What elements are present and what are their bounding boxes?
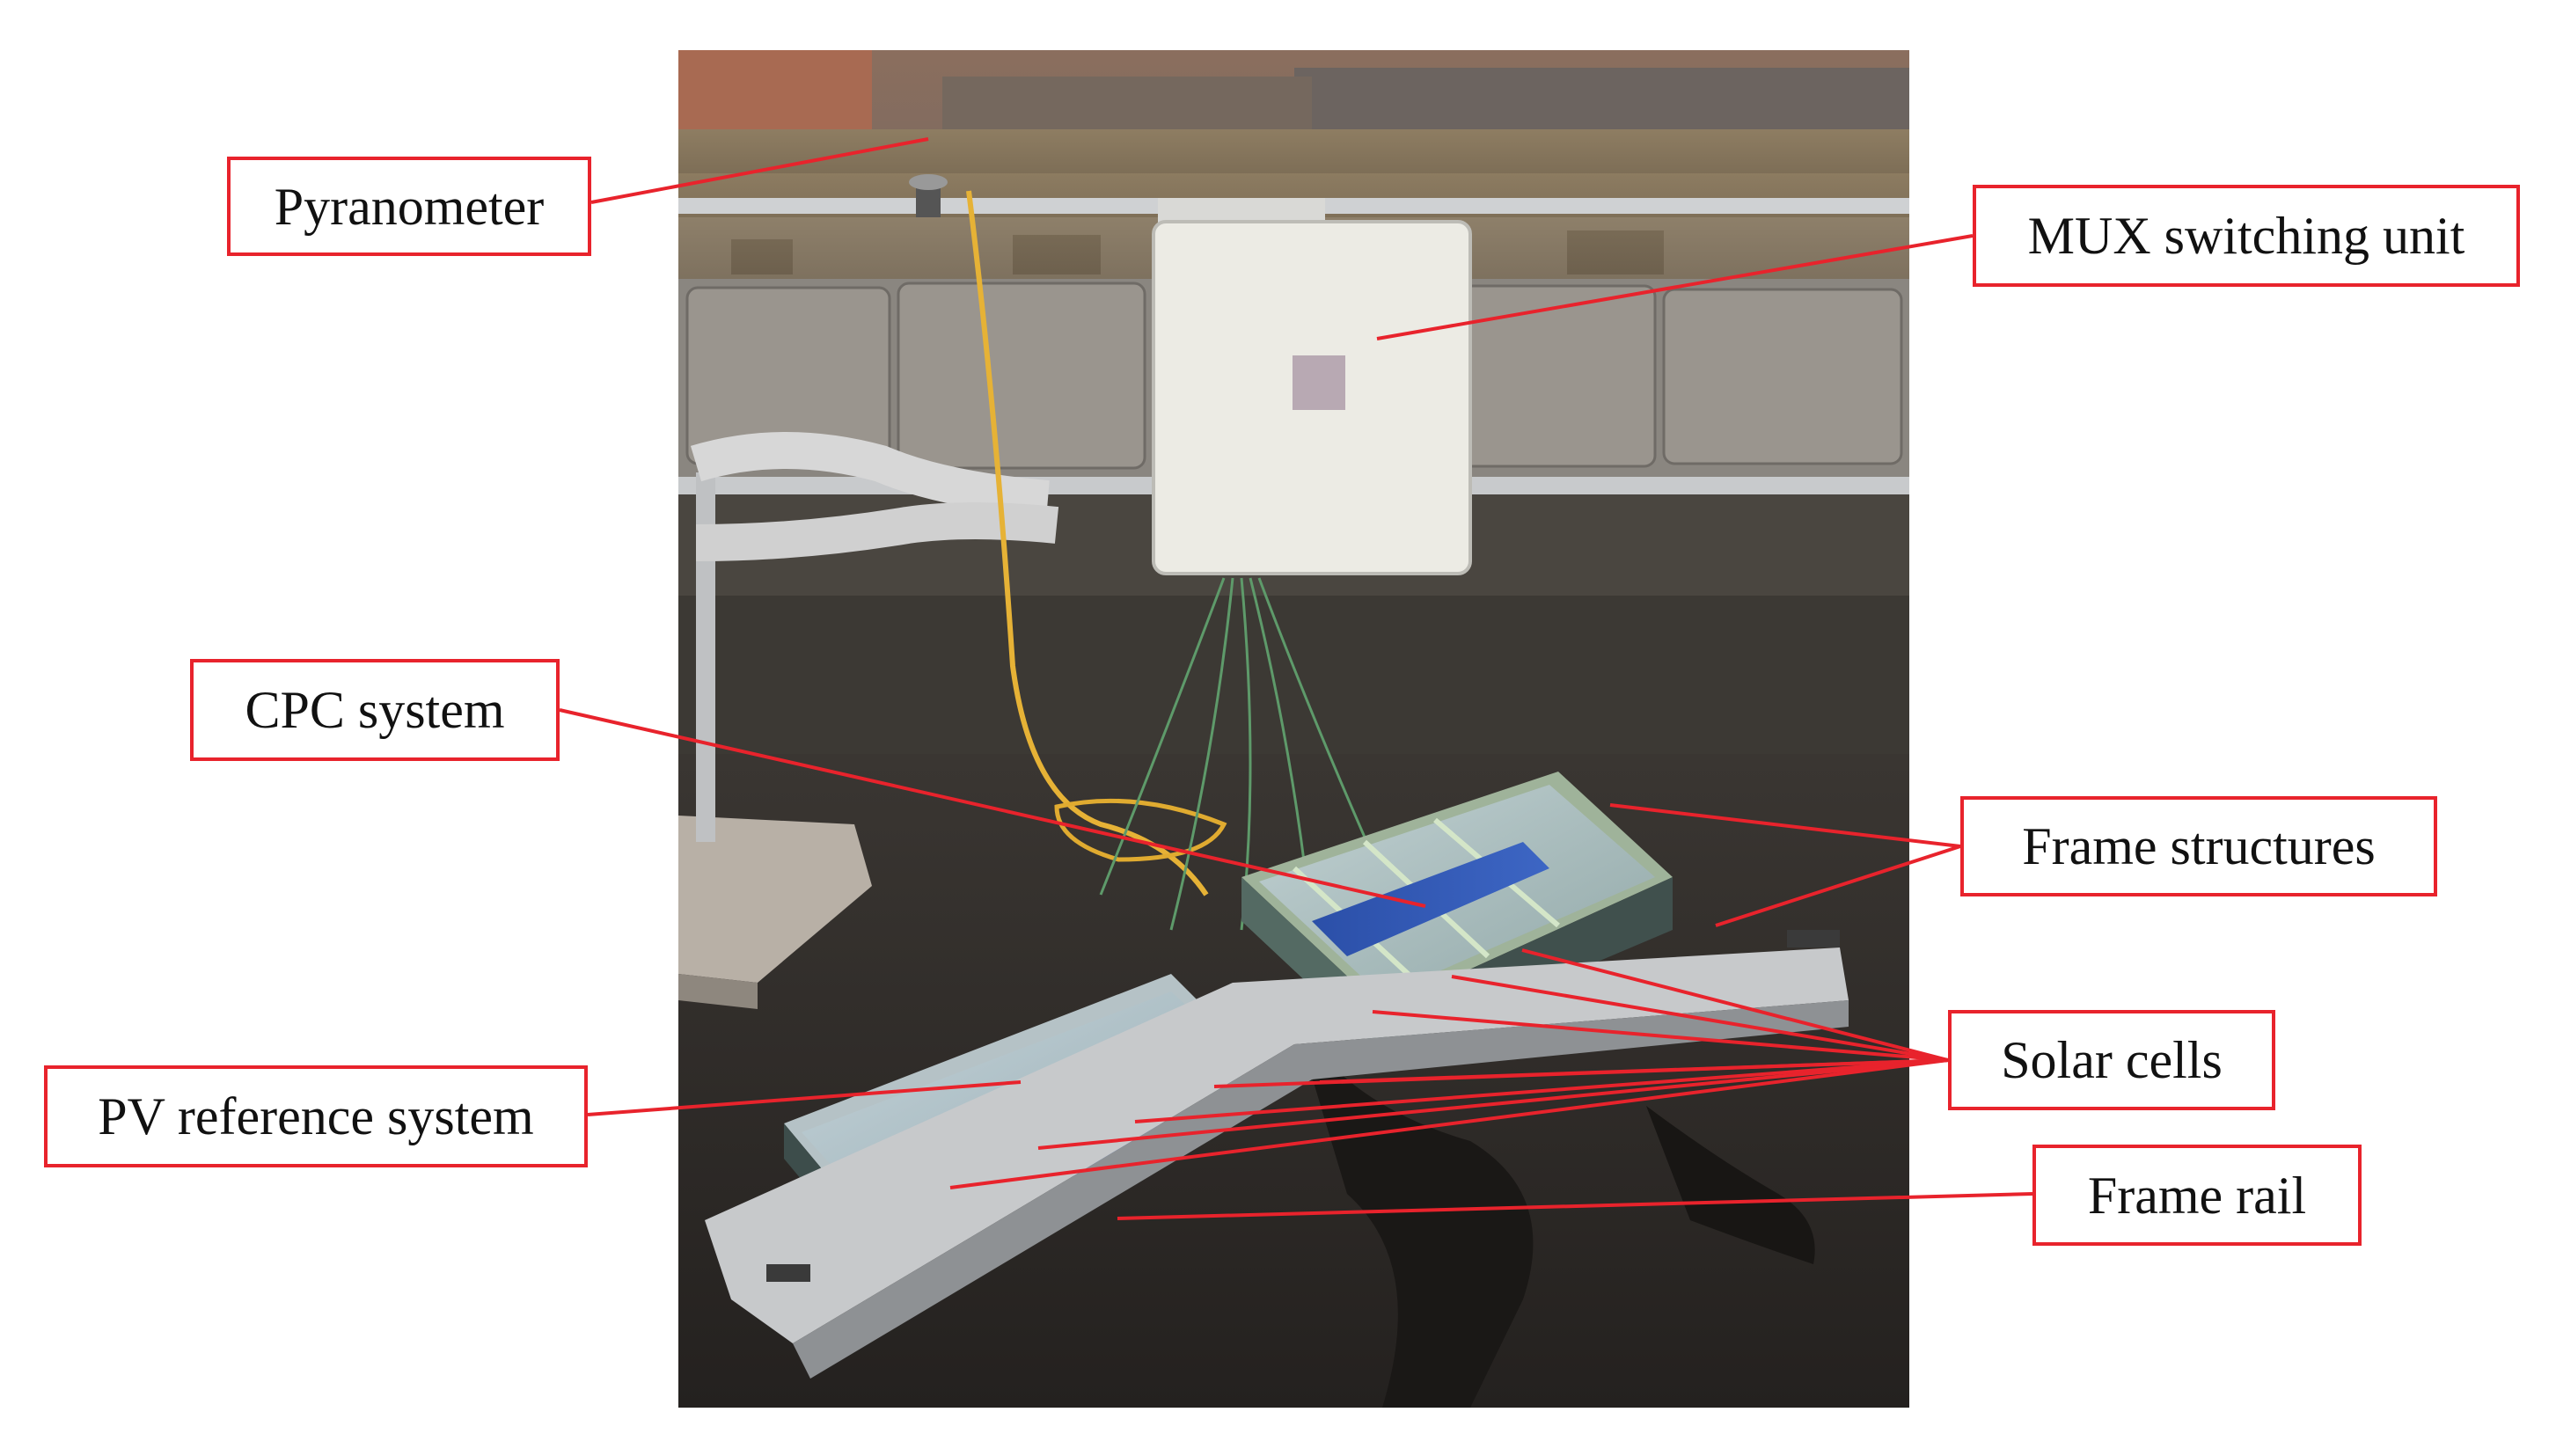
- callout-pv-reference-system: PV reference system: [44, 1065, 588, 1167]
- callout-frame-rail: Frame rail: [2032, 1145, 2362, 1246]
- callout-frame-structures: Frame structures: [1960, 796, 2437, 896]
- callout-cpc-system: CPC system: [190, 659, 560, 761]
- rooftop-photo: [678, 50, 1909, 1408]
- callout-solar-cells: Solar cells: [1948, 1010, 2275, 1110]
- callout-mux-switching-unit: MUX switching unit: [1973, 185, 2520, 287]
- callout-pyranometer: Pyranometer: [227, 157, 591, 256]
